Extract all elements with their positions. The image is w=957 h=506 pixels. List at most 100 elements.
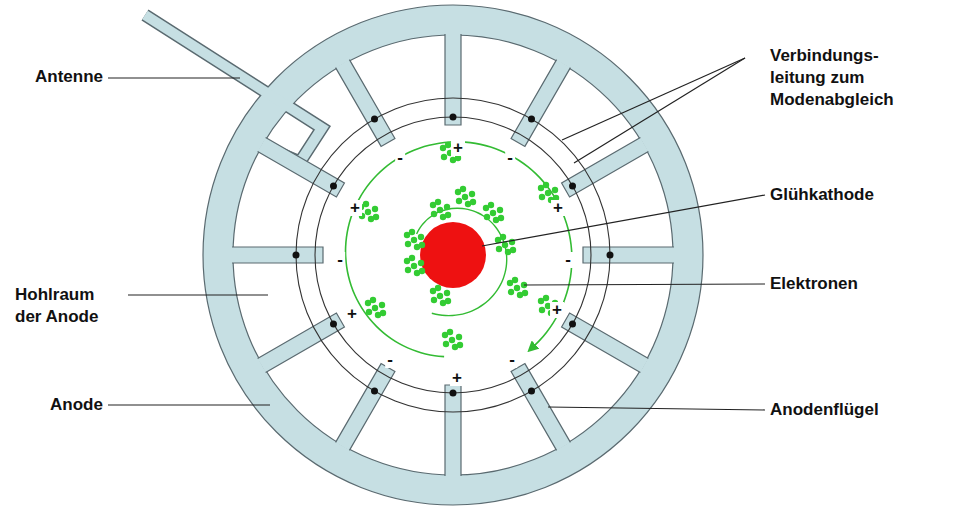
electron — [543, 182, 549, 188]
electron — [444, 204, 450, 210]
electron — [543, 295, 549, 301]
electron — [405, 267, 411, 273]
anode-vane — [258, 313, 345, 372]
electron — [539, 307, 545, 313]
electron — [372, 305, 378, 311]
part-label: Glühkathode — [770, 184, 874, 206]
electron — [512, 277, 518, 283]
strap-contact — [293, 252, 300, 259]
electron — [380, 310, 386, 316]
polarity-sign: - — [385, 352, 395, 368]
anode-ring — [203, 5, 703, 505]
electron — [496, 246, 502, 252]
electron — [510, 247, 516, 253]
electron-path — [417, 208, 507, 315]
electron — [409, 255, 415, 261]
electron — [435, 285, 441, 291]
leader-line — [108, 77, 240, 78]
anode-vane — [336, 364, 395, 451]
electron — [431, 297, 437, 303]
electron — [522, 290, 528, 296]
polarity-sign: + — [345, 306, 359, 322]
leader-lines — [108, 58, 765, 410]
electron — [484, 214, 490, 220]
electron — [370, 297, 376, 303]
leader-line — [562, 58, 745, 140]
part-label: Verbindungs- leitung zum Modenabgleich — [770, 45, 915, 111]
electron — [470, 199, 476, 205]
electron — [363, 201, 369, 207]
electron-path — [316, 110, 605, 393]
strap-ring — [315, 117, 591, 393]
strap-contact — [569, 321, 576, 328]
leader-line — [108, 404, 270, 405]
electron — [545, 190, 551, 196]
polarity-sign: + — [451, 140, 465, 156]
leader-line — [574, 58, 745, 163]
leader-line — [128, 294, 268, 295]
electron — [490, 210, 496, 216]
electron — [435, 199, 441, 205]
polarity-sign: + — [450, 370, 464, 386]
electron — [552, 187, 558, 193]
electron — [418, 260, 424, 266]
electron — [418, 234, 424, 240]
strap-contact — [330, 183, 337, 190]
electron — [411, 263, 417, 269]
strap-contact — [528, 387, 535, 394]
anode-vane — [562, 313, 649, 372]
electron — [508, 289, 514, 295]
strap-contact — [371, 116, 378, 123]
strap-contact — [450, 390, 457, 397]
polarity-sign: - — [505, 150, 515, 166]
electron — [444, 290, 450, 296]
strap-contact — [371, 387, 378, 394]
strap-contact — [528, 116, 535, 123]
anode-vane — [445, 385, 461, 476]
electron — [431, 211, 437, 217]
anode-vane — [583, 247, 674, 263]
anode-vane — [445, 34, 461, 125]
leader-line — [524, 284, 765, 285]
anode-vane — [562, 138, 649, 197]
electron — [379, 302, 385, 308]
polarity-sign: + — [348, 200, 362, 216]
part-label: Antenne — [35, 66, 103, 88]
strap-ring — [296, 98, 610, 412]
electron — [441, 154, 447, 160]
electron — [457, 342, 463, 348]
electron — [409, 229, 415, 235]
electron — [539, 194, 545, 200]
anode-vane — [258, 138, 345, 197]
strap-contact — [607, 252, 614, 259]
anode-vane — [336, 60, 395, 147]
electron — [405, 241, 411, 247]
polarity-sign: + — [550, 302, 564, 318]
electron — [460, 186, 466, 192]
electron — [462, 194, 468, 200]
electron — [456, 334, 462, 340]
electron — [437, 207, 443, 213]
polarity-sign: - — [507, 352, 517, 368]
electron — [419, 268, 425, 274]
part-label: Elektronen — [770, 273, 858, 295]
polarity-sign: + — [551, 200, 565, 216]
electron — [419, 242, 425, 248]
electron — [445, 298, 451, 304]
antenna — [145, 15, 322, 162]
electron — [437, 293, 443, 299]
electron — [411, 237, 417, 243]
electron — [514, 285, 520, 291]
electron — [373, 214, 379, 220]
strap-contact — [450, 114, 457, 121]
part-label: Hohlraum der Anode — [15, 284, 115, 328]
part-label: Anodenflügel — [770, 399, 879, 421]
strap-contact — [330, 321, 337, 328]
polarity-sign: - — [395, 150, 405, 166]
electron — [366, 309, 372, 315]
part-label: Anode — [50, 394, 103, 416]
electron — [498, 215, 504, 221]
electron — [447, 329, 453, 335]
electron — [500, 234, 506, 240]
anode-vane — [511, 60, 570, 147]
